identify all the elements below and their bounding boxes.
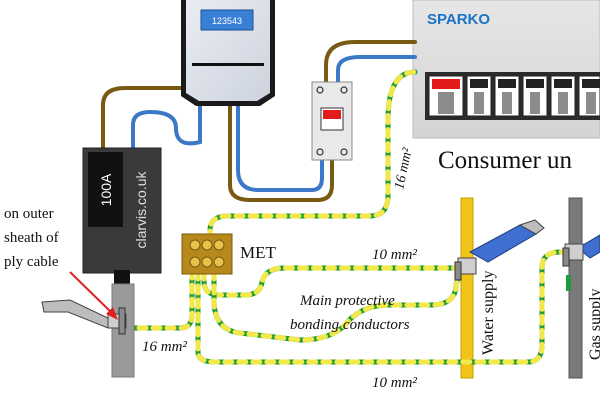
size-label-earth-conductor: 16 mm² [142, 339, 187, 355]
breaker-mcb-3 [522, 75, 548, 117]
water-bonding-conductor [201, 265, 471, 298]
water-bond-loop [211, 267, 463, 343]
breaker-main-switch [428, 75, 464, 117]
sheath-note-line-3: ply cable [4, 254, 59, 270]
arrow-to-sheath-clamp [69, 271, 118, 320]
gas-bonding-conductor [195, 249, 579, 365]
water-earth-clamp [454, 219, 545, 281]
service-head-brand: clarvis.co.uk [133, 170, 149, 248]
gas-supply-label: Gas supply [587, 288, 600, 360]
main-earthing-conductor [122, 259, 195, 331]
bonding-label-line-1: Main protective [299, 293, 395, 309]
meter-tails [101, 40, 417, 202]
water-pipe [460, 197, 474, 379]
water-supply-label: Water supply [480, 271, 497, 355]
consumer-unit: SPARKO [412, 0, 600, 139]
met-label: MET [240, 243, 277, 262]
consumer-unit-label: Consumer un [438, 147, 573, 174]
breaker-mcb-5 [578, 75, 600, 117]
cu-earth-conductor [207, 69, 418, 241]
breaker-mcb-2 [494, 75, 520, 117]
breaker-mcb-4 [550, 75, 576, 117]
main-earthing-terminal [181, 233, 233, 275]
consumer-unit-brand: SPARKO [427, 11, 490, 28]
bonding-label-line-2: bonding conductors [290, 317, 410, 333]
breaker-mcb-1 [466, 75, 492, 117]
isolator-switch [311, 81, 353, 161]
size-label-gas-bond: 10 mm² [372, 375, 417, 391]
size-label-water-bond: 10 mm² [372, 247, 417, 263]
sheath-note-line-1: on outer [4, 206, 54, 222]
electricity-meter: 123543 [181, 0, 275, 106]
size-label-tails-earth: 16 mm² [392, 146, 416, 191]
service-head-rating: 100A [98, 173, 114, 206]
sheath-note-line-2: sheath of [4, 230, 59, 246]
service-head [82, 147, 162, 286]
gas-earth-clamp [562, 234, 600, 291]
sheath-earth-clamp [41, 299, 127, 335]
meter-reading: 123543 [212, 16, 242, 26]
